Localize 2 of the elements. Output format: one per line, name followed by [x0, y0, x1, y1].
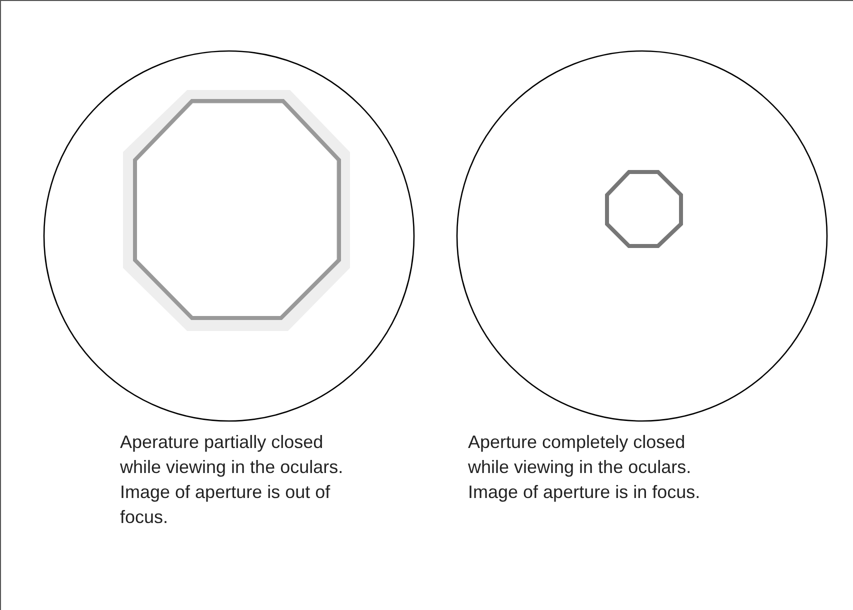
caption-text: Aperature partially closed while viewing in the oculars. Image of aperture is out of focus.	[120, 431, 344, 529]
caption-text: Aperture completely closed while viewing in the oculars. Image of aperture is in focus.	[468, 431, 702, 504]
